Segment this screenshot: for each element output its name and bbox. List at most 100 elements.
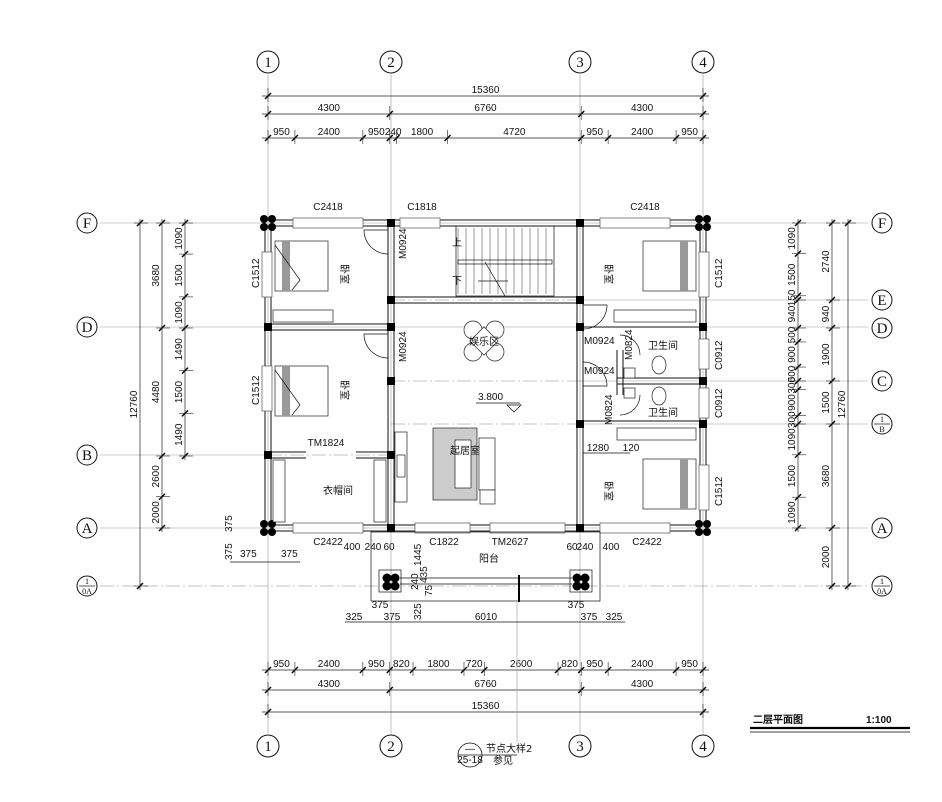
wardrobe-icon (616, 427, 697, 441)
dimension-text: 1090 (787, 227, 798, 250)
dimension-text: 2000 (151, 501, 162, 524)
svg-text:60: 60 (566, 542, 578, 553)
bed-icon (642, 458, 697, 510)
svg-text:A: A (877, 521, 888, 537)
svg-text:1: 1 (85, 577, 89, 586)
svg-text:M0924: M0924 (398, 228, 409, 259)
axis-bubble-2-bottom: 2 (379, 734, 403, 758)
dimension-text: 6760 (474, 103, 497, 114)
svg-text:375: 375 (384, 612, 401, 623)
axis-bubble-A-left: A (76, 517, 98, 539)
svg-text:E: E (877, 293, 886, 309)
svg-text:C1512: C1512 (714, 476, 725, 506)
axis-bubble-2-top: 2 (379, 50, 403, 74)
svg-text:240: 240 (577, 542, 594, 553)
misc-dimensions: 375 375 375 375 400 240 60 60 240 400 14… (224, 443, 640, 623)
svg-text:3.800: 3.800 (478, 392, 503, 403)
room-label-bedroom: 卧室 (602, 264, 615, 284)
dimension-text: 500 (787, 365, 798, 382)
dimension-text: 4300 (318, 679, 341, 690)
svg-text:325: 325 (413, 603, 424, 620)
svg-text:TM1824: TM1824 (308, 438, 345, 449)
dimension-text: 1500 (787, 263, 798, 286)
dimension-text: 950 (681, 127, 698, 138)
svg-text:400: 400 (344, 542, 361, 553)
dimension-text: 2400 (631, 127, 654, 138)
dimension-text: 15360 (472, 85, 500, 96)
axis-bubble-C-right: C (871, 370, 893, 392)
svg-text:1: 1 (264, 739, 272, 755)
dimension-text: 1090 (787, 428, 798, 451)
room-label-bathroom: 卫生间 (648, 339, 678, 352)
svg-text:1: 1 (880, 577, 884, 586)
dimension-text: 1090 (174, 301, 185, 324)
dimension-text: 4300 (631, 103, 654, 114)
bed-icon (642, 240, 697, 292)
svg-text:1: 1 (880, 415, 884, 424)
dimension-text: 150 (787, 289, 798, 306)
axis-bubble-F-left: F (76, 212, 98, 234)
svg-text:C1512: C1512 (251, 375, 262, 405)
dimension-text: 4300 (318, 103, 341, 114)
svg-text:0A: 0A (877, 587, 887, 596)
dimension-text: 1090 (174, 227, 185, 250)
corner-column-ornament (260, 215, 276, 231)
room-label-bedroom: 卧室 (338, 264, 351, 284)
corner-column-ornament (695, 520, 711, 536)
svg-text:375: 375 (372, 600, 389, 611)
svg-text:C2422: C2422 (313, 537, 343, 548)
furniture (272, 240, 697, 523)
dimension-text: 1800 (411, 127, 434, 138)
svg-text:M0924: M0924 (584, 366, 615, 377)
room-label-entertainment: 娱乐区 (469, 335, 499, 348)
axis-bubble-D-left: D (76, 316, 98, 338)
dimension-text: 1490 (174, 423, 185, 446)
svg-text:1280: 1280 (587, 443, 610, 454)
svg-text:C0912: C0912 (714, 388, 725, 418)
dimension-text: 300 (787, 411, 798, 428)
svg-text:C2418: C2418 (313, 202, 343, 213)
svg-text:25-18: 25-18 (457, 755, 483, 766)
dimension-text: 940 (821, 305, 832, 322)
svg-text:6010: 6010 (475, 612, 498, 623)
wardrobe-icon (272, 309, 334, 323)
svg-text:1445: 1445 (413, 543, 424, 566)
dimension-text: 1800 (427, 659, 450, 670)
svg-text:375: 375 (581, 612, 598, 623)
bed-icon (274, 240, 329, 292)
svg-text:375: 375 (224, 543, 235, 560)
axis-bubble-F-right: F (871, 212, 893, 234)
staircase: 上 下 (452, 225, 555, 297)
dimension-text: 6760 (474, 679, 497, 690)
svg-text:F: F (878, 216, 886, 232)
dimension-text: 950 (368, 127, 385, 138)
columns (260, 215, 711, 536)
dimension-text: 950 (368, 659, 385, 670)
dimension-text: 900 (787, 346, 798, 363)
dimension-text: 720 (466, 659, 483, 670)
svg-text:D: D (877, 321, 888, 337)
bed-icon (274, 365, 329, 417)
svg-text:375: 375 (224, 515, 235, 532)
dimension-text: 500 (787, 326, 798, 343)
axis-bubble-3-bottom: 3 (568, 734, 592, 758)
axis-bubble-4-bottom: 4 (691, 734, 715, 758)
svg-text:3: 3 (576, 739, 584, 755)
opening-labels: C2418 C1818 C2418 C1512 C1512 C1512 C151… (251, 202, 725, 548)
room-label-closet: 衣帽间 (323, 484, 353, 497)
dimension-text: 1090 (787, 501, 798, 524)
dimension-text: 900 (787, 394, 798, 411)
drawing-scale: 1:100 (866, 715, 892, 726)
dimension-text: 4480 (151, 380, 162, 403)
svg-text:3: 3 (576, 55, 584, 71)
svg-text:—: — (465, 744, 475, 755)
dimension-text: 1500 (787, 464, 798, 487)
dimension-text: 1500 (174, 380, 185, 403)
dimension-text: 1490 (174, 338, 185, 361)
svg-text:375: 375 (240, 549, 257, 560)
axis-bubble-A-right: A (871, 517, 893, 539)
svg-text:4: 4 (699, 55, 707, 71)
dimension-text: 12760 (129, 390, 140, 418)
dimension-text: 3680 (821, 464, 832, 487)
